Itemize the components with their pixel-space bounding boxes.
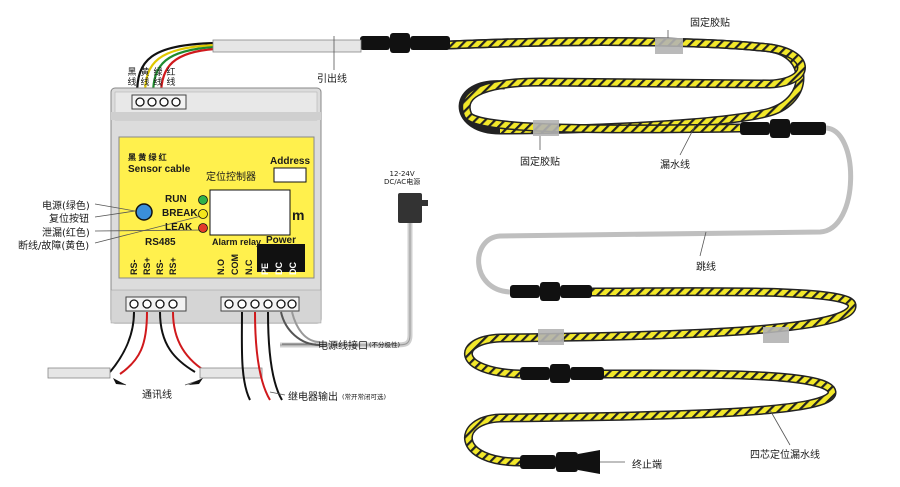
legend-reset: 复位按钮 [49,214,89,225]
led-run [198,195,208,205]
power-adapter [280,193,428,348]
bottom-wires [47,311,321,401]
callout-leaders [94,30,791,463]
legend-fault: 断线/故障(黄色) [18,241,90,252]
legend-leak: 泄漏(红色) [42,228,90,239]
label-power-adapter: 12-24V DC/AC电源 [384,170,421,186]
wire-label-yellow: 黄线 [140,68,150,88]
panel-power: Power [266,235,297,246]
label-fixing-tape-mid: 固定胶贴 [520,157,560,168]
connector-right-top [740,119,826,138]
label-lead-wire: 引出线 [317,74,347,85]
address-box [273,167,307,183]
connectors [360,33,826,474]
leak-cable-segment-lower [465,288,855,377]
label-relay-output-note: (常开常闭可选) [342,393,387,401]
panel-break: BREAK [162,208,198,219]
arrow-comm-left [113,378,126,385]
wire-label-black: 黑线 [127,68,137,88]
terminal-label-strip [127,246,187,272]
terminal-dc-2: DC [288,262,298,275]
panel-alarm-relay: Alarm relay [212,237,262,247]
terminal-pe: PE [260,262,270,275]
label-fixing-tape-top: 固定胶贴 [690,18,730,29]
panel-sensor-cable: Sensor cable [128,164,191,175]
terminal-no: N.O [216,258,226,275]
end-terminal-connector [520,450,600,474]
leak-cable-route [447,37,857,467]
panel-locator: 定位控制器 [206,172,256,183]
terminal-rs-minus-1: RS- [129,259,139,276]
label-end-terminal: 终止端 [632,460,662,471]
panel-address: Address [270,156,311,167]
label-leak-cable: 漏水线 [660,160,690,171]
wire-label-red: 红线 [166,68,176,88]
fixing-tape-top [655,38,683,54]
label-power-port-note: (不分极性) [369,341,401,349]
top-terminal-block [131,94,187,110]
fixing-tape-lower-right [763,327,789,343]
jumper-cable [476,125,854,295]
panel-rs485: RS485 [145,237,176,248]
terminal-rs-plus-1: RS+ [142,257,152,275]
lead-wires [135,39,362,96]
label-relay-output: 继电器输出 [288,392,338,403]
bottom-terminal-blocks [125,296,300,312]
leak-cable-segment-mid [463,79,741,132]
connector-lead [360,33,450,53]
fixing-tape-lower-left [538,329,564,345]
power-label-block [257,244,305,272]
terminal-dc-1: DC [274,262,284,275]
label-four-core: 四芯定位漏水线 [750,450,820,461]
arrow-comm-right [188,378,203,385]
panel-leak: LEAK [165,222,193,233]
panel-top-chars: 黑 黄 绿 红 [128,153,167,162]
led-leak [198,223,208,233]
label-jumper: 跳线 [696,262,716,273]
terminal-rs-minus-2: RS- [155,259,165,276]
leak-cable-segment-bottom [465,370,835,465]
connector-mid-lower [520,364,604,383]
leak-cable-segment-upper [447,38,805,88]
connector-jumper-bottom [510,282,592,301]
legend-power: 电源(绿色) [42,201,90,212]
panel-unit: m [292,207,305,223]
label-power-port: 电源线接口 [318,341,368,352]
fixing-tape-mid [533,120,559,136]
terminal-nc: N.C [244,259,254,276]
reset-button [135,203,153,221]
terminal-rs-plus-2: RS+ [168,257,178,275]
display-screen [209,189,291,236]
panel-run: RUN [165,194,187,205]
wire-label-green: 绿线 [153,68,163,88]
label-comm-line: 通讯线 [142,390,172,401]
led-break [198,209,208,219]
terminal-com: COM [230,254,240,275]
